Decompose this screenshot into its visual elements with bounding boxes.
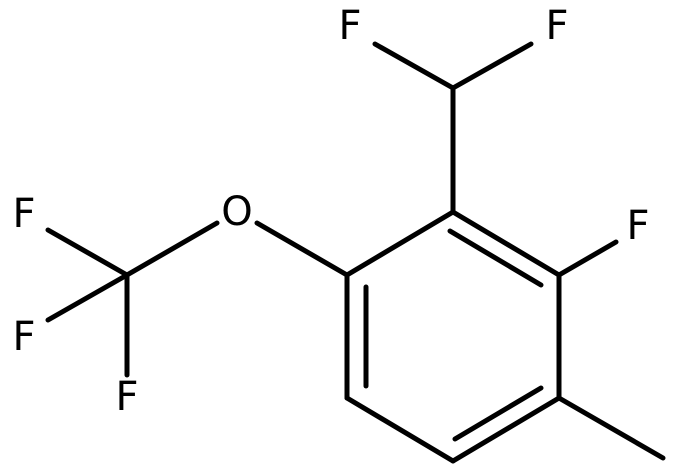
bond-cf3-f-middle [45, 272, 130, 323]
bond-cf3-f-top [45, 227, 130, 278]
bond-ring-c2-c3 [450, 209, 562, 278]
atom-f-cf3-bottom: F [115, 374, 138, 420]
bond-ring-c4-c5-inner [452, 385, 544, 442]
bond-ring-c2-c3-inner [447, 228, 544, 288]
bond-ring-o [254, 220, 350, 278]
atom-f-cf3-top: F [12, 191, 35, 237]
bond-ring-methyl [556, 395, 666, 461]
bond-ring-c1-c2 [344, 209, 456, 278]
atom-f-chf2-left: F [338, 3, 361, 49]
bond-ring-f [556, 239, 619, 278]
atom-f-chf2-right: F [545, 3, 568, 49]
atom-f-ring: F [626, 203, 649, 249]
bond-chf2-f-left [372, 41, 456, 91]
bond-ring-c5-c6 [344, 395, 456, 464]
bond-ring-c4-c5 [450, 395, 562, 464]
bond-chf2-f-right [450, 41, 534, 91]
atom-f-cf3-middle: F [12, 314, 35, 360]
bond-o-cf3 [124, 220, 220, 278]
atom-o-ether: O [221, 189, 252, 235]
